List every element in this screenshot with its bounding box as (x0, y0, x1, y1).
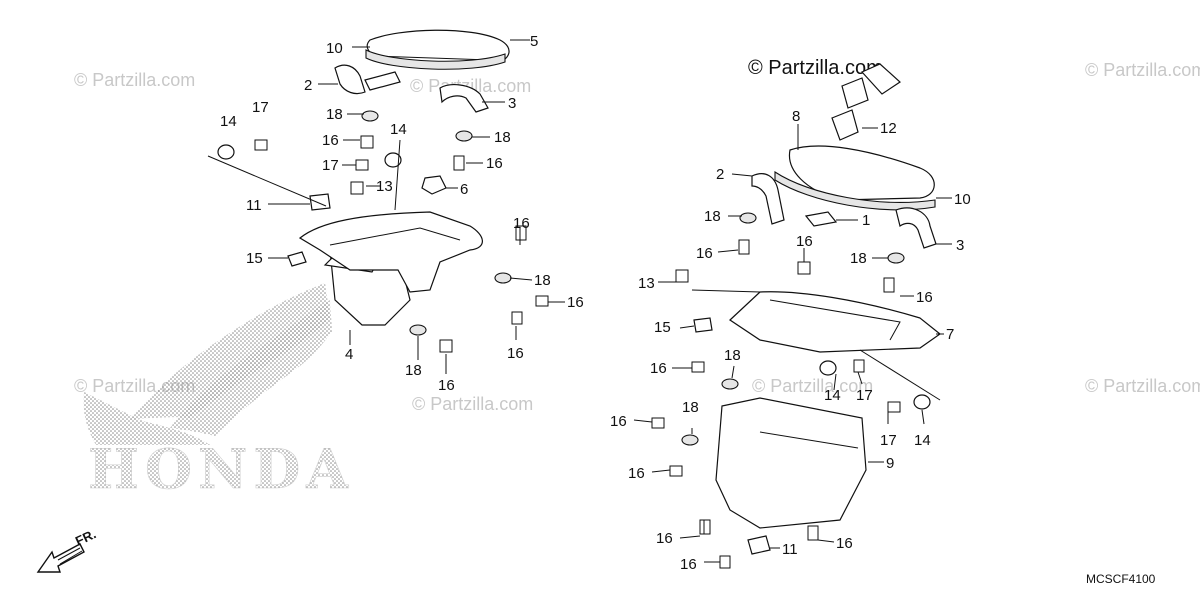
callout-label: 16 (486, 155, 503, 172)
watermark-text: © Partzilla.com (1085, 60, 1200, 80)
watermark-text: © Partzilla.com (748, 57, 883, 79)
callout-label: 9 (886, 455, 894, 472)
callout-label: 12 (880, 120, 897, 137)
honda-wing-logo: HONDA (83, 283, 354, 501)
callout-label: 14 (914, 432, 931, 449)
callout-label: 17 (856, 387, 873, 404)
diagram-code: MCSCF4100 (1086, 572, 1156, 586)
callout-label: 18 (494, 129, 511, 146)
watermark-text: © Partzilla.com (412, 394, 533, 414)
callout-label: 16 (438, 377, 455, 394)
callout-label: 3 (956, 237, 964, 254)
callout-label: 16 (650, 360, 667, 377)
callout-label: 14 (824, 387, 841, 404)
callout-label: 18 (326, 106, 343, 123)
callout-label: 16 (610, 413, 627, 430)
callout-label: 18 (850, 250, 867, 267)
callout-label: 16 (916, 289, 933, 306)
left-assembly (207, 29, 565, 374)
watermark-text: © Partzilla.com (1085, 376, 1200, 396)
callout-label: 17 (322, 157, 339, 174)
callout-label: 4 (345, 346, 353, 363)
callout-label: 16 (656, 530, 673, 547)
callout-label: 14 (220, 113, 237, 130)
callout-label: 10 (326, 40, 343, 57)
callout-label: 16 (507, 345, 524, 362)
callout-label: 17 (252, 99, 269, 116)
watermark-text: © Partzilla.com (752, 376, 873, 396)
callout-label: 13 (638, 275, 655, 292)
callout-label: 7 (946, 326, 954, 343)
callout-label: 14 (390, 121, 407, 138)
watermark-text: © Partzilla.com (74, 70, 195, 90)
right-assembly (633, 63, 952, 569)
callout-label: 11 (782, 541, 798, 558)
callout-label: 16 (836, 535, 853, 552)
callout-label: 10 (954, 191, 971, 208)
callout-label: 16 (567, 294, 584, 311)
callout-label: 18 (534, 272, 551, 289)
callout-label: 15 (654, 319, 671, 336)
watermarks: © Partzilla.com © Partzilla.com © Partzi… (74, 57, 1200, 414)
callout-label: 16 (513, 215, 530, 232)
callout-label: 13 (376, 178, 393, 195)
callout-label: 15 (246, 250, 263, 267)
callout-label: 16 (680, 556, 697, 573)
callout-label: 17 (880, 432, 897, 449)
callout-label: 16 (322, 132, 339, 149)
callout-label: 18 (724, 347, 741, 364)
callout-label: 11 (246, 197, 262, 214)
callout-label: 1 (862, 212, 870, 229)
callouts: 10 5 2 3 18 18 16 16 14 17 14 17 13 6 11… (220, 33, 971, 573)
callout-label: 16 (628, 465, 645, 482)
callout-label: 18 (405, 362, 422, 379)
callout-label: 5 (530, 33, 538, 50)
callout-label: 18 (682, 399, 699, 416)
callout-label: 2 (716, 166, 724, 183)
callout-label: 2 (304, 77, 312, 94)
direction-label: FR. (73, 526, 98, 548)
honda-logo-text: HONDA (88, 437, 354, 501)
callout-label: 6 (460, 181, 468, 198)
callout-label: 16 (696, 245, 713, 262)
callout-label: 16 (796, 233, 813, 250)
callout-label: 18 (704, 208, 721, 225)
callout-label: 8 (792, 108, 800, 125)
callout-label: 3 (508, 95, 516, 112)
front-direction-arrow: FR. (36, 526, 98, 573)
